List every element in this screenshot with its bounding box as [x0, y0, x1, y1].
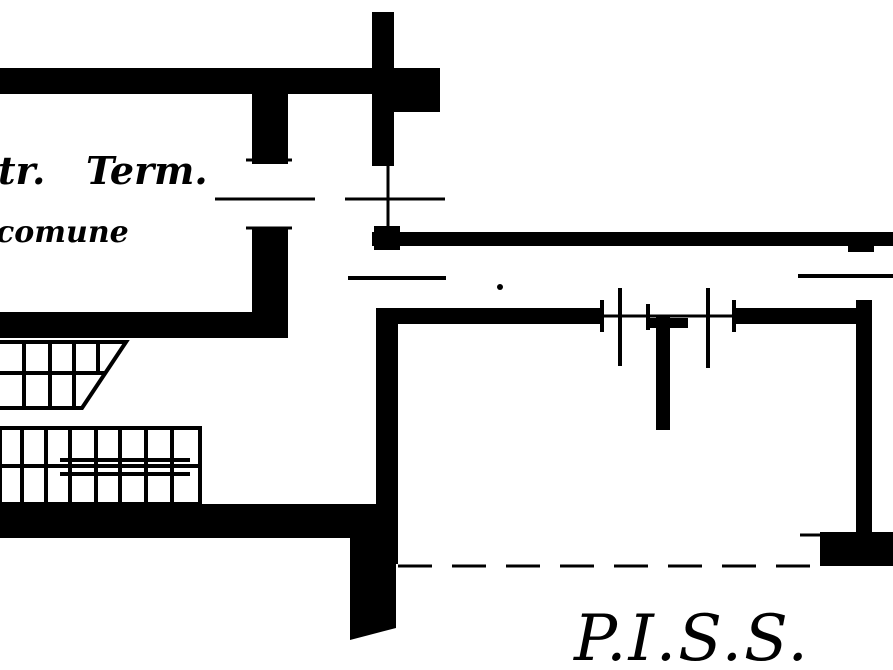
lower-walls	[0, 504, 396, 640]
upper-room-walls	[0, 12, 440, 338]
bottom-wall	[0, 312, 288, 338]
corridor-top-mark	[848, 244, 874, 252]
corridor-top-wall	[372, 232, 893, 246]
room-label-line-1a: tr.	[0, 148, 45, 193]
corridor	[348, 226, 893, 290]
room-label-line-2: comune	[0, 215, 129, 250]
right-room-top-wall-left	[376, 308, 604, 324]
column-vertical	[372, 12, 394, 166]
right-room-top-wall-right	[734, 308, 869, 324]
stair-upper	[0, 340, 130, 410]
lower-corner-block	[350, 504, 396, 640]
right-room-left-wall	[376, 308, 398, 564]
right-room-bottom-right	[820, 532, 893, 566]
right-room-right-wall	[856, 300, 872, 532]
stair-lower	[0, 426, 202, 506]
corridor-dot	[497, 284, 503, 290]
window-symbol	[598, 288, 740, 430]
window-head	[648, 318, 688, 328]
upper-pier	[252, 80, 288, 164]
corridor-knot	[374, 226, 400, 250]
room-label: tr. Term. comune	[0, 148, 208, 250]
lower-long-wall	[0, 504, 392, 538]
room-label-line-1b: Term.	[86, 148, 208, 193]
level-label: P.I.S.S.	[573, 602, 810, 670]
window-mullion	[656, 316, 670, 430]
top-wall	[0, 68, 378, 94]
right-room-walls	[376, 300, 893, 568]
door-opening-lines	[215, 158, 445, 240]
